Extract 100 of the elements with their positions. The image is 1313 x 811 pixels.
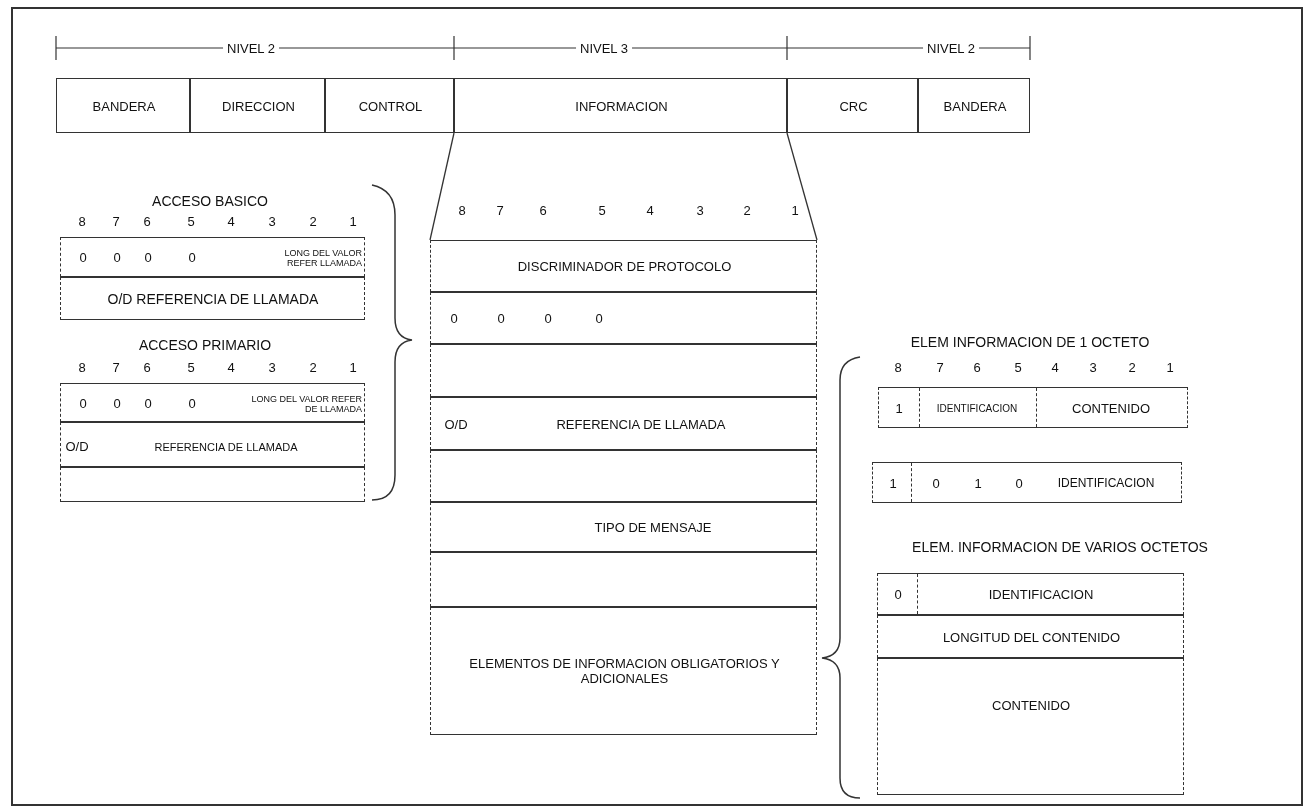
bit-number: 1 bbox=[790, 202, 800, 218]
field-text: REFERENCIA DE LLAMADA bbox=[555, 417, 727, 433]
expansion-line bbox=[429, 132, 455, 241]
frame-field bbox=[325, 78, 454, 133]
frame-field bbox=[787, 78, 918, 133]
bit-number: 5 bbox=[597, 202, 607, 218]
octet-row bbox=[877, 573, 1184, 615]
bit-number: 4 bbox=[645, 202, 655, 218]
octet-row bbox=[430, 397, 817, 450]
field-text: IDENTIFICACION bbox=[935, 403, 1019, 415]
section-heading: ELEM INFORMACION DE 1 OCTETO bbox=[909, 334, 1151, 350]
bit-number: 8 bbox=[77, 213, 87, 229]
field-text: ELEMENTOS DE INFORMACION OBLIGATORIOS Y ADICIONALES bbox=[468, 657, 781, 687]
field-text: DIRECCION bbox=[221, 99, 296, 114]
bit-value: 1 bbox=[888, 476, 898, 492]
bit-number: 5 bbox=[1013, 359, 1023, 375]
bit-number: 7 bbox=[111, 213, 121, 229]
bit-number: 6 bbox=[142, 359, 152, 375]
bit-value: 1 bbox=[973, 476, 983, 492]
bit-number: 8 bbox=[457, 202, 467, 218]
bit-number: 4 bbox=[1050, 359, 1060, 375]
octet-row bbox=[430, 502, 817, 552]
octet-row bbox=[430, 450, 817, 502]
frame-field bbox=[918, 78, 1030, 133]
bit-number: 5 bbox=[186, 359, 196, 375]
field-text: BANDERA bbox=[91, 99, 157, 114]
section-heading: ELEM. INFORMACION DE VARIOS OCTETOS bbox=[911, 539, 1209, 555]
bit-number: 3 bbox=[1088, 359, 1098, 375]
bit-value: 1 bbox=[894, 401, 904, 417]
bit-number: 7 bbox=[495, 202, 505, 218]
field-text: O/D REFERENCIA DE LLAMADA bbox=[106, 290, 320, 308]
frame-field bbox=[56, 78, 190, 133]
bit-value: 0 bbox=[78, 250, 88, 266]
field-text: O/D bbox=[443, 417, 469, 433]
field-text: O/D bbox=[64, 439, 90, 455]
bit-number: 7 bbox=[111, 359, 121, 375]
bit-value: 0 bbox=[187, 396, 197, 412]
octet-row bbox=[877, 615, 1184, 658]
octet-row bbox=[430, 292, 817, 344]
bit-value: 0 bbox=[112, 250, 122, 266]
octet-row bbox=[60, 467, 365, 502]
field-text: REFERENCIA DE LLAMADA bbox=[153, 440, 299, 454]
bit-number: 4 bbox=[226, 359, 236, 375]
octet-row bbox=[430, 552, 817, 607]
field-text: INFORMACION bbox=[574, 99, 669, 114]
octet-row bbox=[877, 658, 1184, 795]
section-heading: ACCESO BASICO bbox=[151, 193, 269, 209]
field-text: CONTROL bbox=[357, 99, 424, 114]
field-text: CONTENIDO bbox=[991, 698, 1071, 714]
field-text: CONTENIDO bbox=[1071, 401, 1151, 417]
field-text: CRC bbox=[838, 99, 869, 114]
bit-value: 0 bbox=[143, 250, 153, 266]
bit-number: 8 bbox=[77, 359, 87, 375]
bit-number: 7 bbox=[935, 359, 945, 375]
bit-number: 3 bbox=[267, 213, 277, 229]
octet-row bbox=[60, 383, 365, 422]
bit-value: 0 bbox=[893, 587, 903, 603]
bit-value: 0 bbox=[112, 396, 122, 412]
frame-field bbox=[190, 78, 325, 133]
bit-value: 0 bbox=[143, 396, 153, 412]
octet-row bbox=[878, 387, 1188, 428]
bit-value: 0 bbox=[1014, 476, 1024, 492]
bit-value: 0 bbox=[78, 396, 88, 412]
bit-number: 6 bbox=[538, 202, 548, 218]
bit-number: 1 bbox=[348, 359, 358, 375]
field-text: DISCRIMINADOR DE PROTOCOLO bbox=[516, 259, 733, 275]
bit-number: 1 bbox=[1165, 359, 1175, 375]
bit-value: 0 bbox=[449, 311, 459, 327]
bit-number: 6 bbox=[142, 213, 152, 229]
field-text: LONG DEL VALOR REFER DE LLAMADA bbox=[250, 393, 362, 415]
field-text: BANDERA bbox=[942, 99, 1008, 114]
bit-number: 3 bbox=[695, 202, 705, 218]
bit-number: 5 bbox=[186, 213, 196, 229]
octet-row bbox=[60, 237, 365, 277]
expansion-line bbox=[786, 132, 818, 241]
octet-row bbox=[430, 607, 817, 735]
octet-row bbox=[60, 422, 365, 467]
bit-number: 2 bbox=[1127, 359, 1137, 375]
field-text: TIPO DE MENSAJE bbox=[593, 520, 713, 536]
frame-field bbox=[454, 78, 787, 133]
bit-value: 0 bbox=[931, 476, 941, 492]
bit-value: 0 bbox=[187, 250, 197, 266]
octet-row bbox=[60, 277, 365, 320]
bit-number: 1 bbox=[348, 213, 358, 229]
bit-value: 0 bbox=[594, 311, 604, 327]
bit-number: 3 bbox=[267, 359, 277, 375]
bit-number: 2 bbox=[308, 359, 318, 375]
bit-value: 0 bbox=[543, 311, 553, 327]
octet-row bbox=[872, 462, 1182, 503]
section-heading: ACCESO PRIMARIO bbox=[137, 337, 273, 353]
bit-number: 8 bbox=[893, 359, 903, 375]
octet-row bbox=[430, 344, 817, 397]
field-text: LONGITUD DEL CONTENIDO bbox=[941, 630, 1122, 645]
bit-value: 0 bbox=[496, 311, 506, 327]
octet-row bbox=[430, 240, 817, 292]
field-text: IDENTIFICACION bbox=[987, 587, 1095, 603]
field-text: IDENTIFICACION bbox=[1056, 477, 1156, 491]
bit-number: 6 bbox=[972, 359, 982, 375]
bit-number: 4 bbox=[226, 213, 236, 229]
field-text: LONG DEL VALOR REFER LLAMADA bbox=[283, 247, 362, 269]
